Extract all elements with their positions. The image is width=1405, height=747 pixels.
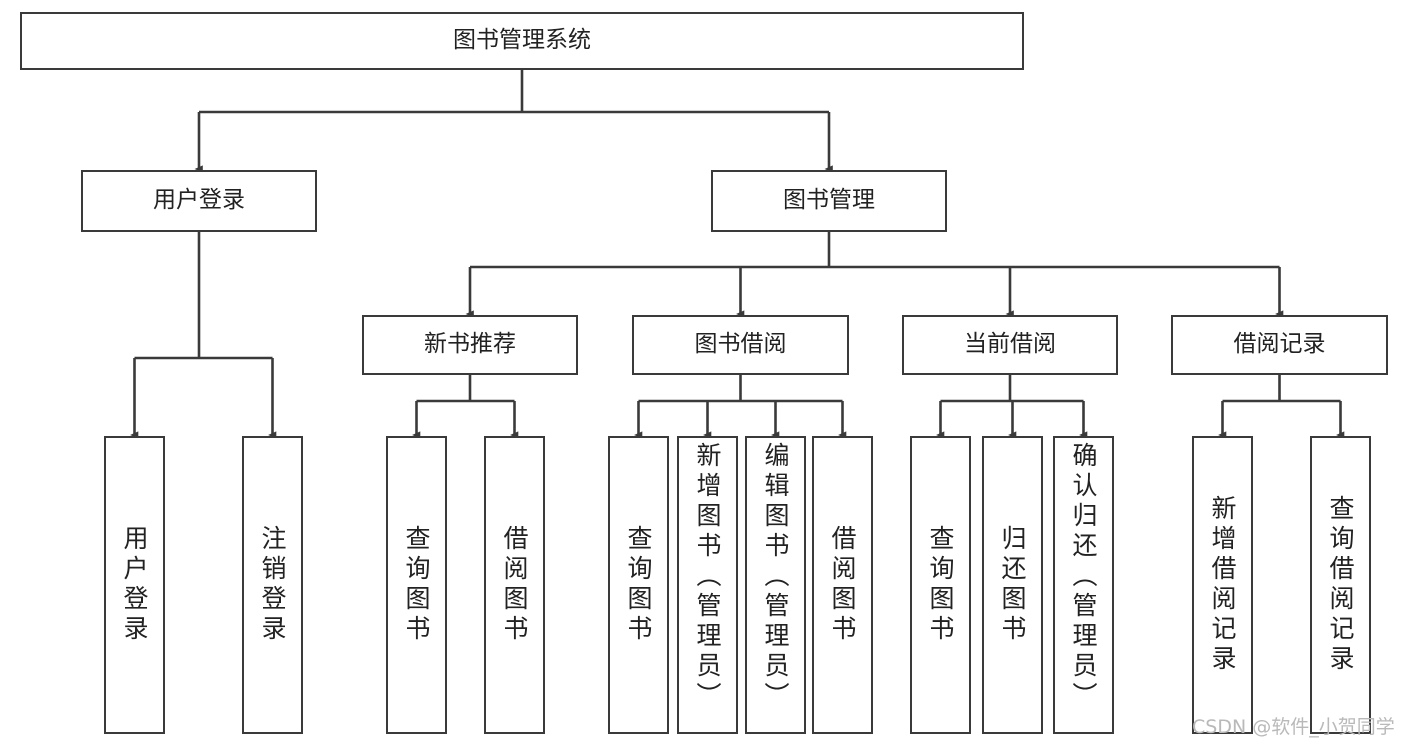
leaf-user-login[interactable]: 用户登录 [104, 436, 165, 734]
node-label: 新增借阅记录 [1208, 495, 1237, 675]
node-label: 用户登录 [120, 525, 149, 645]
node-current-borrow[interactable]: 当前借阅 [902, 315, 1118, 375]
node-book-borrow[interactable]: 图书借阅 [632, 315, 849, 375]
node-label: 查询图书 [926, 525, 955, 645]
leaf-logout[interactable]: 注销登录 [242, 436, 303, 734]
node-label: 新书推荐 [424, 331, 516, 358]
leaf-query-borrow-record[interactable]: 查询借阅记录 [1310, 436, 1371, 734]
node-label: 编辑图书（管理员） [761, 442, 790, 712]
node-label: 查询借阅记录 [1326, 495, 1355, 675]
node-label: 图书管理 [783, 187, 875, 214]
leaf-return-book[interactable]: 归还图书 [982, 436, 1043, 734]
node-label: 当前借阅 [964, 331, 1056, 358]
node-book-manage[interactable]: 图书管理 [711, 170, 947, 232]
node-label: 新增图书（管理员） [693, 442, 722, 712]
leaf-add-book-admin[interactable]: 新增图书（管理员） [677, 436, 738, 734]
node-label: 借阅图书 [828, 525, 857, 645]
leaf-query-book-current[interactable]: 查询图书 [910, 436, 971, 734]
node-root[interactable]: 图书管理系统 [20, 12, 1024, 70]
node-new-book-recommend[interactable]: 新书推荐 [362, 315, 578, 375]
node-label: 图书借阅 [694, 331, 787, 358]
leaf-confirm-return-admin[interactable]: 确认归还（管理员） [1053, 436, 1114, 734]
leaf-add-borrow-record[interactable]: 新增借阅记录 [1192, 436, 1253, 734]
node-label: 查询图书 [402, 525, 431, 645]
node-label: 用户登录 [153, 187, 245, 214]
node-label: 图书管理系统 [453, 27, 591, 54]
leaf-query-book-borrow[interactable]: 查询图书 [608, 436, 669, 734]
node-label: 借阅图书 [500, 525, 529, 645]
node-label: 确认归还（管理员） [1069, 442, 1098, 712]
leaf-query-book-recommend[interactable]: 查询图书 [386, 436, 447, 734]
leaf-borrow-book-borrow[interactable]: 借阅图书 [812, 436, 873, 734]
node-label: 借阅记录 [1233, 331, 1326, 358]
leaf-borrow-book-recommend[interactable]: 借阅图书 [484, 436, 545, 734]
node-borrow-record[interactable]: 借阅记录 [1171, 315, 1388, 375]
node-label: 归还图书 [998, 525, 1027, 645]
watermark: CSDN @软件_小贺同学 [1192, 716, 1395, 738]
leaf-edit-book-admin[interactable]: 编辑图书（管理员） [745, 436, 806, 734]
node-user-login[interactable]: 用户登录 [81, 170, 317, 232]
node-label: 查询图书 [624, 525, 653, 645]
node-label: 注销登录 [258, 525, 287, 645]
